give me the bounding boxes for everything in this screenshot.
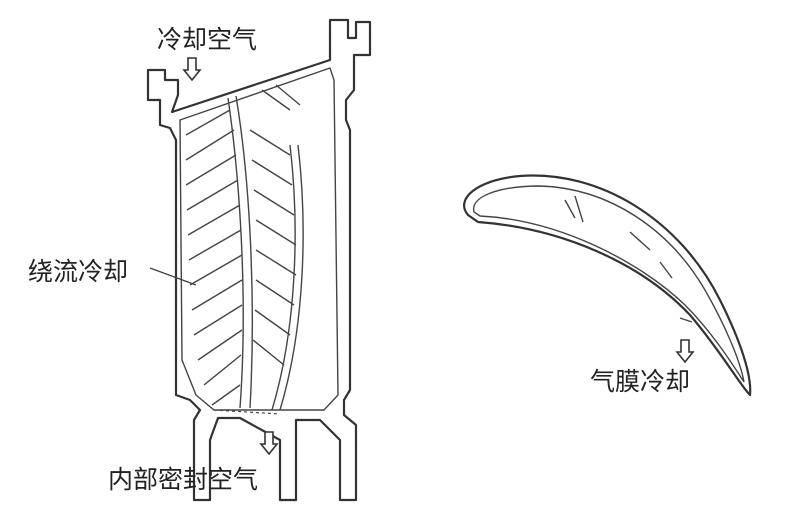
blade-side-view: [146, 18, 372, 502]
arrow-down-icon: [675, 339, 695, 364]
airfoil-cross-section: [463, 174, 752, 397]
label-film-cooling: 气膜冷却: [590, 367, 691, 396]
convection-leader-line: [149, 267, 197, 286]
turbulator-ribs: [249, 84, 301, 366]
arrow-down-icon: [182, 57, 202, 82]
arrow-down-icon: [259, 431, 279, 456]
label-convection-cooling: 绕流冷却: [28, 257, 129, 286]
label-internal-seal-air: 内部密封空气: [108, 465, 259, 494]
label-cooling-air: 冷却空气: [157, 25, 258, 54]
convection-hatching: [185, 109, 243, 406]
